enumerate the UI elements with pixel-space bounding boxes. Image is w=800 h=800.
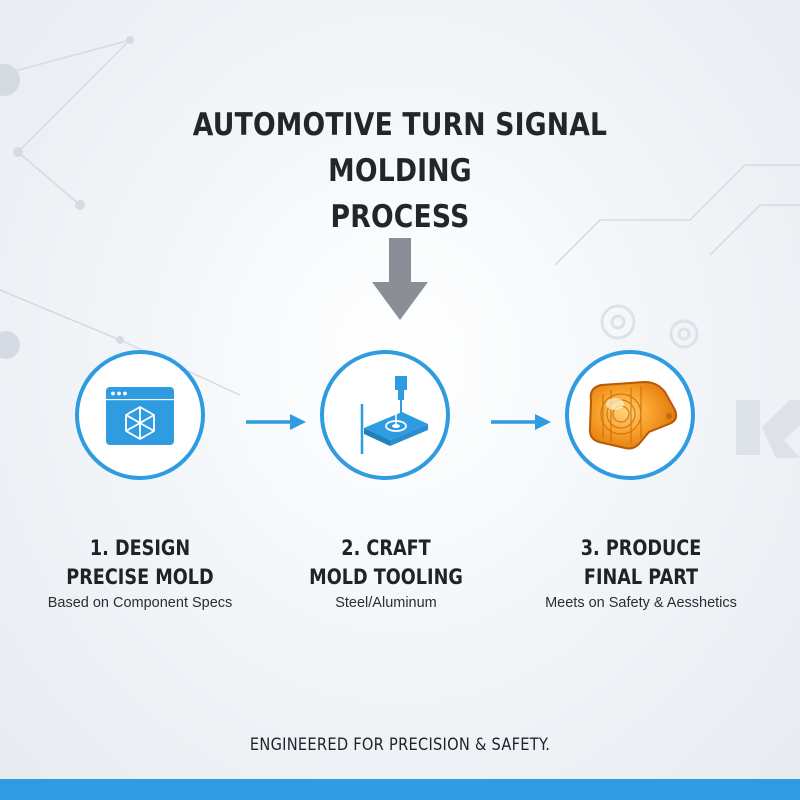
down-arrow-icon <box>372 238 428 320</box>
step-3-icon-circle <box>565 350 695 480</box>
step-2-title-line-1: 2. CRAFT <box>341 536 431 560</box>
step-2-title-line-2: MOLD TOOLING <box>309 565 463 589</box>
step-1-title-line-2: PRECISE MOLD <box>66 565 214 589</box>
step-1-text: 1. DESIGN PRECISE MOLD Based on Componen… <box>20 534 260 611</box>
step-3-text: 3. PRODUCE FINAL PART Meets on Safety & … <box>521 534 761 611</box>
bottom-accent-bar <box>0 779 800 800</box>
step-2-text: 2. CRAFT MOLD TOOLING Steel/Aluminum <box>266 534 506 611</box>
page-title-line-1: AUTOMOTIVE TURN SIGNAL MOLDING <box>192 107 608 189</box>
step-3-title-line-2: FINAL PART <box>583 565 699 589</box>
page-title-line-2: PROCESS <box>330 199 470 235</box>
page-title: AUTOMOTIVE TURN SIGNAL MOLDING PROCESS <box>142 102 658 240</box>
cnc-machining-icon <box>360 376 428 454</box>
step-1-icon-circle <box>75 350 205 480</box>
browser-window-cube-icon <box>106 387 174 445</box>
step-2-description: Steel/Aluminum <box>335 595 437 611</box>
turn-signal-lens-icon <box>588 380 678 450</box>
footer-tagline: ENGINEERED FOR PRECISION & SAFETY. <box>249 735 551 755</box>
flow-arrow-1-icon <box>246 414 306 430</box>
flow-arrow-2-icon <box>491 414 551 430</box>
step-3-title-line-1: 3. PRODUCE <box>580 536 702 560</box>
step-2-icon-circle <box>320 350 450 480</box>
step-3-description: Meets on Safety & Aesshetics <box>545 595 737 611</box>
step-1-title-line-1: 1. DESIGN <box>89 536 191 560</box>
step-1-description: Based on Component Specs <box>47 595 233 611</box>
